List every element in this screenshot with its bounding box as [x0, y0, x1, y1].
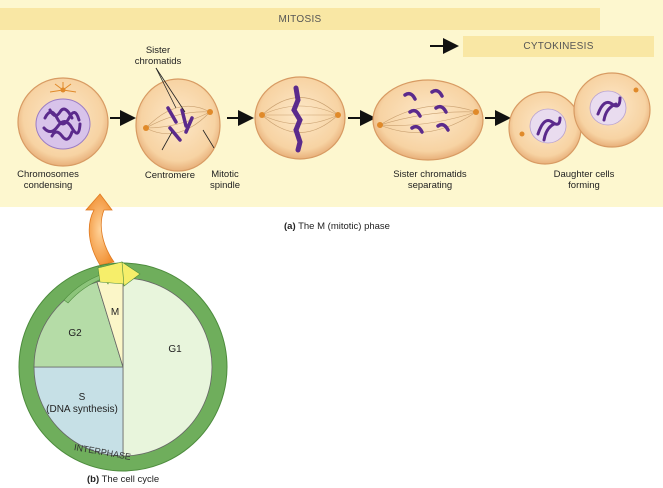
cell-prophase — [17, 77, 109, 167]
phase-m-label: M — [111, 307, 119, 318]
phase-s-label: S — [79, 392, 86, 403]
cytokinesis-band: CYTOKINESIS — [463, 36, 654, 57]
phase-s-detail: (DNA synthesis) — [46, 404, 118, 415]
mitosis-band: MITOSIS — [0, 8, 600, 30]
stage-label-condensing: Chromosomes condensing — [17, 169, 79, 191]
caption-b: (b) The cell cycle — [87, 474, 160, 485]
cell-metaphase — [254, 76, 346, 160]
cell-telophase — [508, 72, 651, 165]
m-phase-expand-arrow — [85, 193, 115, 266]
cell-prometaphase — [135, 67, 221, 172]
caption-a: (a) The M (mitotic) phase — [284, 221, 390, 232]
mitotic-spindle-label: Mitotic spindle — [209, 169, 241, 191]
phase-g1-label: G1 — [168, 344, 182, 355]
centromere-label: Centromere — [144, 170, 196, 181]
phase-g2-label: G2 — [68, 328, 82, 339]
stage-label-separating: Sister chromatids separating — [393, 169, 467, 191]
cell-anaphase — [372, 79, 484, 161]
sister-chromatids-label: Sister chromatids — [134, 45, 182, 67]
cell-cycle-diagram: M G2 G1 S (DNA synthesis) INTERPHASE — [18, 261, 228, 472]
stage-label-daughter-cells: Daughter cells forming — [553, 169, 615, 191]
